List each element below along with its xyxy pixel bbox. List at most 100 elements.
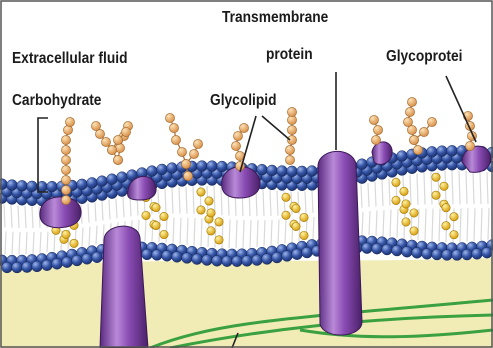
- sugar-bead: [287, 107, 296, 116]
- cholesterol-bead: [215, 236, 223, 244]
- sugar-bead: [65, 117, 74, 126]
- phospholipid-head: [242, 255, 253, 266]
- cholesterol-bead: [450, 213, 458, 221]
- cholesterol-bead: [282, 193, 290, 201]
- cholesterol-bead: [402, 200, 410, 208]
- sugar-bead: [61, 195, 70, 204]
- sugar-bead: [107, 145, 116, 154]
- phospholipid-head: [172, 251, 183, 262]
- sugar-bead: [369, 115, 378, 124]
- sugar-bead: [373, 125, 382, 134]
- phospholipid-head: [72, 255, 83, 266]
- sugar-bead: [61, 155, 70, 164]
- phospholipid-head: [182, 253, 193, 264]
- phospholipid-head: [92, 252, 103, 263]
- cholesterol-bead: [160, 230, 168, 238]
- phospholipid-head: [297, 166, 308, 177]
- phospholipid-head: [27, 181, 38, 192]
- cholesterol-bead: [442, 204, 450, 212]
- sugar-bead: [183, 171, 192, 180]
- phospholipid-head: [357, 159, 368, 170]
- phospholipid-head: [167, 163, 178, 174]
- label-carbohydrate: Carbohydrate: [12, 92, 101, 110]
- sugar-bead: [113, 155, 122, 164]
- cholesterol-bead: [392, 178, 400, 186]
- phospholipid-head: [232, 256, 243, 267]
- phospholipid-head: [422, 248, 433, 259]
- phospholipid-head: [7, 180, 18, 191]
- phospholipid-head: [437, 146, 448, 157]
- phospholipid-head: [412, 247, 423, 258]
- phospholipid-head: [22, 262, 33, 273]
- label-protein: protein: [266, 46, 313, 64]
- cholesterol-bead: [450, 231, 458, 239]
- sugar-bead: [61, 145, 70, 154]
- phospholipid-head: [262, 254, 273, 265]
- sugar-bead: [287, 125, 296, 134]
- sugar-bead: [189, 149, 198, 158]
- phospholipid-head: [482, 247, 493, 258]
- phospholipid-head: [157, 164, 168, 175]
- sugar-bead: [169, 123, 178, 132]
- phospholipid-head: [452, 250, 463, 261]
- phospholipid-head: [147, 166, 158, 177]
- cholesterol-bead: [197, 206, 205, 214]
- peripheral-protein-left: [40, 197, 81, 228]
- phospholipid-head: [32, 261, 43, 272]
- phospholipid-head: [397, 151, 408, 162]
- transmembrane-protein-shape: [318, 151, 362, 335]
- cholesterol-bead: [215, 218, 223, 226]
- sugar-bead: [61, 175, 70, 184]
- cholesterol-bead: [410, 209, 418, 217]
- sugar-bead: [231, 141, 240, 150]
- phospholipid-head: [107, 174, 118, 185]
- phospholipid-head: [212, 255, 223, 266]
- cholesterol-bead: [197, 188, 205, 196]
- sugar-bead: [121, 127, 130, 136]
- phospholipid-head: [282, 251, 293, 262]
- sugar-bead: [465, 141, 474, 150]
- cholesterol-bead: [292, 222, 300, 230]
- sugar-bead: [61, 165, 70, 174]
- phospholipid-head: [257, 164, 268, 175]
- cholesterol-bead: [70, 239, 78, 247]
- sugar-bead: [171, 135, 180, 144]
- phospholipid-head: [252, 255, 263, 266]
- sugar-bead: [427, 117, 436, 126]
- label-transmembrane: Transmembrane: [222, 9, 328, 27]
- sugar-bead: [61, 135, 70, 144]
- phospholipid-head: [442, 250, 453, 261]
- phospholipid-head: [472, 248, 483, 259]
- sugar-bead: [409, 135, 418, 144]
- phospholipid-head: [362, 243, 373, 254]
- label-glycolipid: Glycolipid: [210, 92, 277, 110]
- phospholipid-head: [97, 176, 108, 187]
- phospholipid-head: [307, 166, 318, 177]
- sugar-bead: [113, 135, 122, 144]
- cholesterol-bead: [400, 187, 408, 195]
- sugar-bead: [419, 127, 428, 136]
- phospholipid-head: [287, 166, 298, 177]
- phospholipid-head: [302, 247, 313, 258]
- sugar-bead: [285, 155, 294, 164]
- phospholipid-head: [392, 245, 403, 256]
- phospholipid-head: [427, 146, 438, 157]
- cholesterol-bead: [152, 203, 160, 211]
- phospholipid-head: [152, 250, 163, 261]
- cholesterol-bead: [402, 218, 410, 226]
- sugar-bead: [177, 147, 186, 156]
- sugar-bead: [91, 121, 100, 130]
- phospholipid-head: [272, 252, 283, 263]
- cholesterol-bead: [440, 182, 448, 190]
- sugar-bead: [193, 139, 202, 148]
- phospholipid-head: [382, 244, 393, 255]
- cholesterol-bead: [152, 221, 160, 229]
- phospholipid-head: [2, 262, 13, 273]
- phospholipid-head: [162, 250, 173, 261]
- sugar-bead: [403, 117, 412, 126]
- phospholipid-head: [197, 161, 208, 172]
- phospholipid-head: [447, 145, 458, 156]
- phospholipid-head: [47, 181, 58, 192]
- phospholipid-head: [402, 246, 413, 257]
